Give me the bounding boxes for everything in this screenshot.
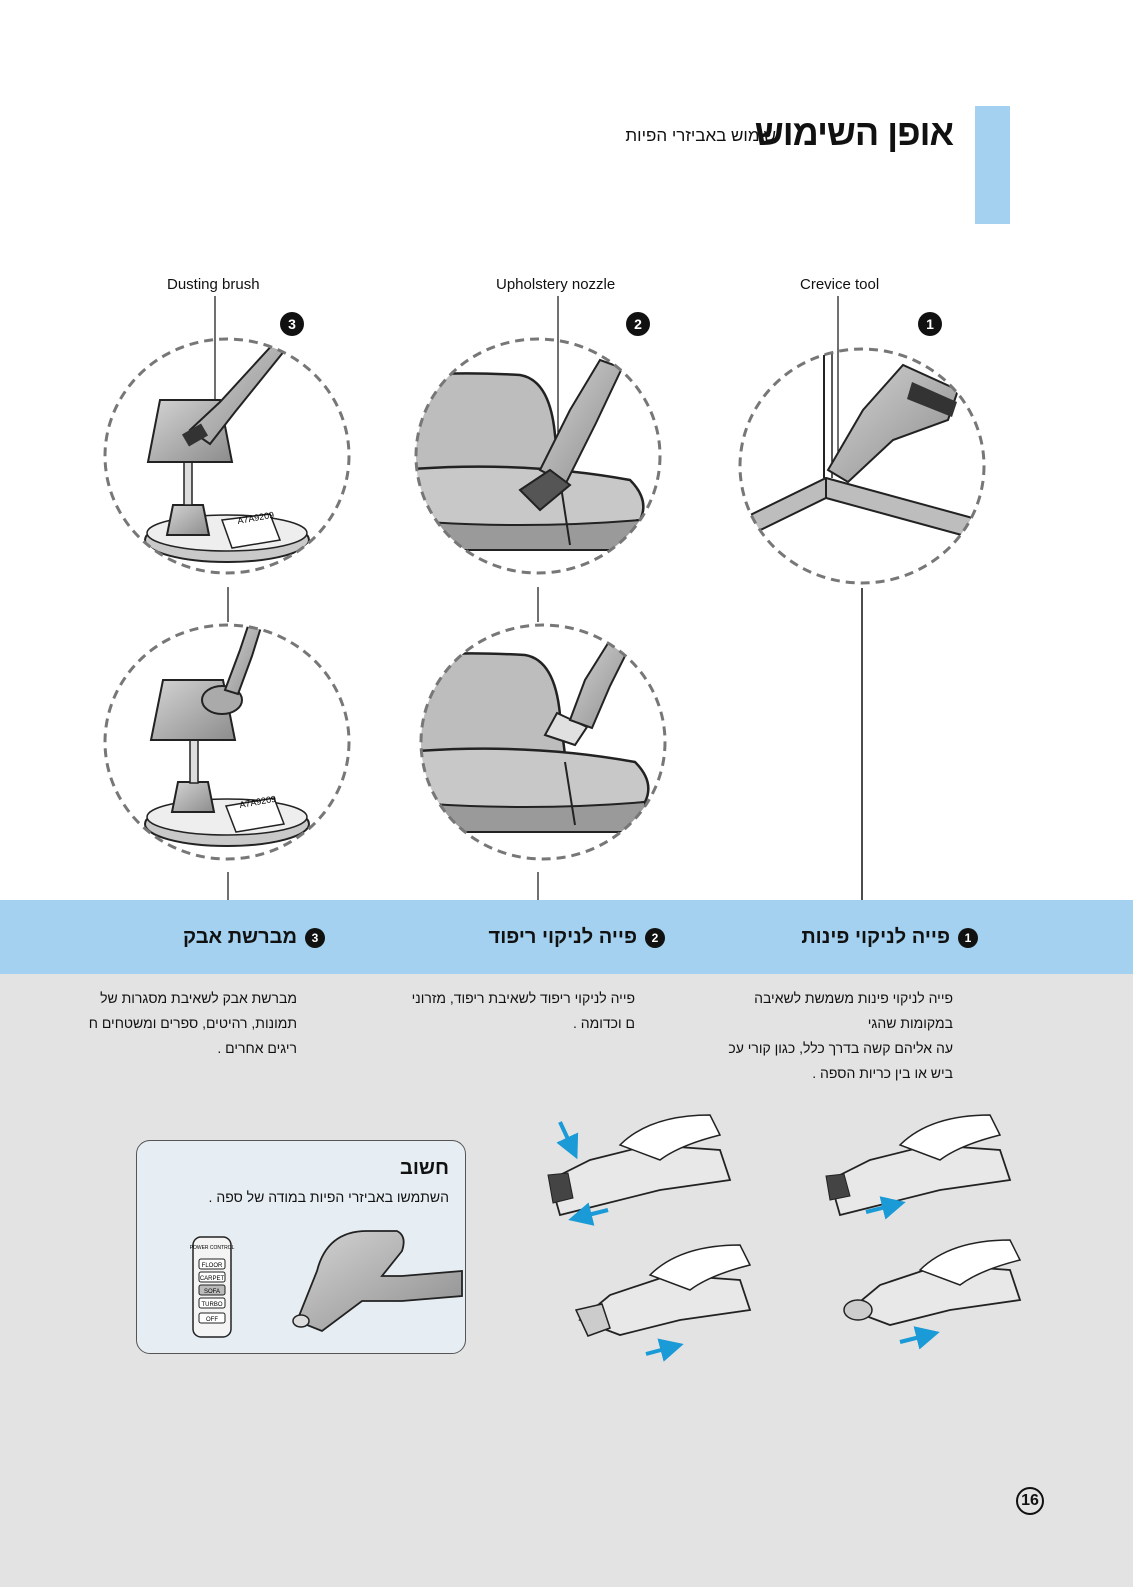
desc-line: פייה לניקוי פינות משמשת לשאיבה במקומות ש… xyxy=(754,990,953,1031)
page-title: אופן השימוש xyxy=(754,112,954,153)
dashed-circle xyxy=(103,337,351,575)
page-number: 16 xyxy=(1016,1487,1044,1515)
desc-line: ביש או בין כריות הספה . xyxy=(812,1065,953,1081)
vacuum-handle xyxy=(295,1230,463,1333)
lamp-dusting-scene xyxy=(144,340,310,563)
section-heading-text: פייה לניקוי ריפוד xyxy=(488,926,637,948)
section-badge-1: 1 xyxy=(958,927,978,948)
dashed-circle xyxy=(103,623,351,861)
section-description-crevice: פייה לניקוי פינות משמשת לשאיבה במקומות ש… xyxy=(713,986,953,1086)
panel-carpet-button xyxy=(198,1271,226,1283)
desc-line: פייה לניקוי ריפוד לשאיבת ריפוד, מזרוני xyxy=(411,990,635,1006)
panel-turbo-button xyxy=(198,1297,226,1309)
dashed-circle xyxy=(419,623,667,861)
panel-label: POWER CONTROL xyxy=(190,1245,235,1251)
panel-off-button xyxy=(198,1312,226,1324)
section-heading-brush: 3 מברשת אבק xyxy=(183,926,325,949)
dashed-circle xyxy=(414,337,662,575)
page-subtitle: שימוש באביזרי הפיות xyxy=(625,126,776,145)
section-heading-crevice: 1 פייה לניקוי פינות xyxy=(801,926,978,949)
badge-1: 1 xyxy=(918,312,942,336)
desc-line: ם וכדומה . xyxy=(572,1015,635,1031)
sofa-upholstery-scene-2 xyxy=(421,638,650,833)
tool-label-dusting-brush: Dusting brush xyxy=(167,276,260,293)
section-heading-text: מברשת אבק xyxy=(183,926,297,948)
hand-scene-2 xyxy=(825,1114,1012,1220)
panel-floor-label: FLOOR xyxy=(202,1263,223,1269)
handle-nozzle-end xyxy=(292,1314,310,1328)
usage-hand-illustrations xyxy=(547,1114,1022,1362)
section-heading-upholstery: 2 פייה לניקוי ריפוד xyxy=(489,926,665,949)
desc-line: ריגים אחרים . xyxy=(217,1040,297,1056)
badge-2: 2 xyxy=(626,312,650,336)
hand-scene-4 xyxy=(843,1239,1022,1350)
panel-off-label: OFF xyxy=(206,1317,218,1323)
desc-line: עה אליהם קשה בדרך כלל, כגון קורי עכ xyxy=(728,1040,953,1056)
dashed-circle xyxy=(738,347,986,585)
section-heading-text: פייה לניקוי פינות xyxy=(801,926,950,948)
chapter-tab xyxy=(975,106,1010,224)
section-band xyxy=(0,900,1133,974)
section-badge-2: 2 xyxy=(645,927,665,948)
panel-sofa-label: SOFA xyxy=(204,1289,220,1295)
section-badge-3: 3 xyxy=(305,927,325,948)
panel-floor-button xyxy=(198,1258,226,1270)
hand-scene-1 xyxy=(547,1114,732,1226)
panel-sofa-button xyxy=(198,1284,226,1296)
panel-turbo-label: TURBO xyxy=(202,1302,223,1308)
hand-scene-3 xyxy=(574,1244,752,1362)
tool-label-upholstery-nozzle: Upholstery nozzle xyxy=(496,276,616,293)
panel-carpet-label: CARPET xyxy=(200,1276,225,1282)
important-note: חשוב השתמשו באביזרי הפיות במודה של ספה .… xyxy=(136,1140,466,1354)
note-title: חשוב xyxy=(400,1157,449,1179)
note-illustration: POWER CONTROL FLOOR CARPET SOFA TURBO OF… xyxy=(190,1230,463,1338)
corner-crevice-scene xyxy=(740,350,981,542)
tool-illustrations: A7A9209 A7A9209 xyxy=(103,296,986,900)
note-text: השתמשו באביזרי הפיות במודה של ספה . xyxy=(208,1189,449,1205)
sofa-upholstery-scene xyxy=(416,358,645,551)
section-description-brush: מברשת אבק לשאיבת מסגרות של תמונות, רהיטי… xyxy=(87,986,297,1061)
badge-3: 3 xyxy=(280,312,304,336)
desc-line: מברשת אבק לשאיבת מסגרות של xyxy=(100,990,297,1006)
desc-line: תמונות, רהיטים, ספרים ומשטחים ח xyxy=(88,1015,297,1031)
tool-label-crevice-tool: Crevice tool xyxy=(800,276,880,293)
section-description-upholstery: פייה לניקוי ריפוד לשאיבת ריפוד, מזרוני ם… xyxy=(395,986,635,1036)
lamp-dusting-scene-2 xyxy=(144,625,310,847)
